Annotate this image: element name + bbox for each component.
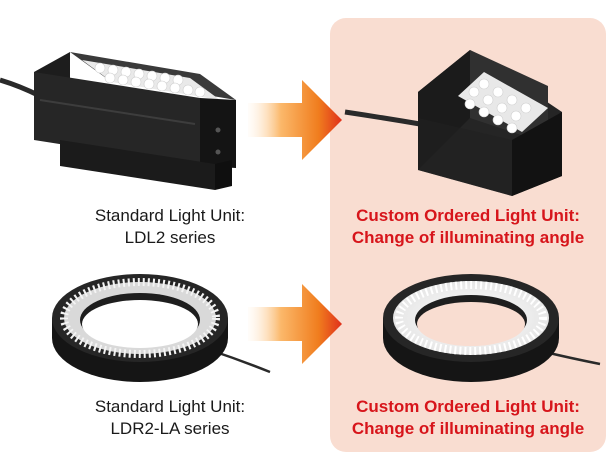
caption-line-2: LDR2-LA series (110, 419, 230, 438)
caption-custom-ring: Custom Ordered Light Unit: Change of ill… (330, 396, 606, 440)
ring-light-standard (52, 274, 271, 382)
caption-line-1: Standard Light Unit: (94, 206, 246, 225)
caption-standard-ring: Standard Light Unit: LDR2-LA series (40, 396, 300, 440)
caption-line-1: Custom Ordered Light Unit: (356, 397, 580, 416)
caption-line-2: Change of illuminating angle (351, 419, 585, 438)
arrow-icon-top (248, 80, 342, 160)
bar-light-custom (344, 50, 562, 196)
caption-line-2: LDL2 series (124, 228, 216, 247)
caption-custom-bar: Custom Ordered Light Unit: Change of ill… (330, 205, 606, 249)
arrow-icon-bottom (248, 284, 342, 364)
caption-line-1: Standard Light Unit: (94, 397, 246, 416)
ring-light-custom (383, 274, 601, 382)
caption-line-1: Custom Ordered Light Unit: (356, 206, 580, 225)
bar-light-standard (0, 52, 236, 190)
caption-line-2: Change of illuminating angle (351, 228, 585, 247)
caption-standard-bar: Standard Light Unit: LDL2 series (40, 205, 300, 249)
